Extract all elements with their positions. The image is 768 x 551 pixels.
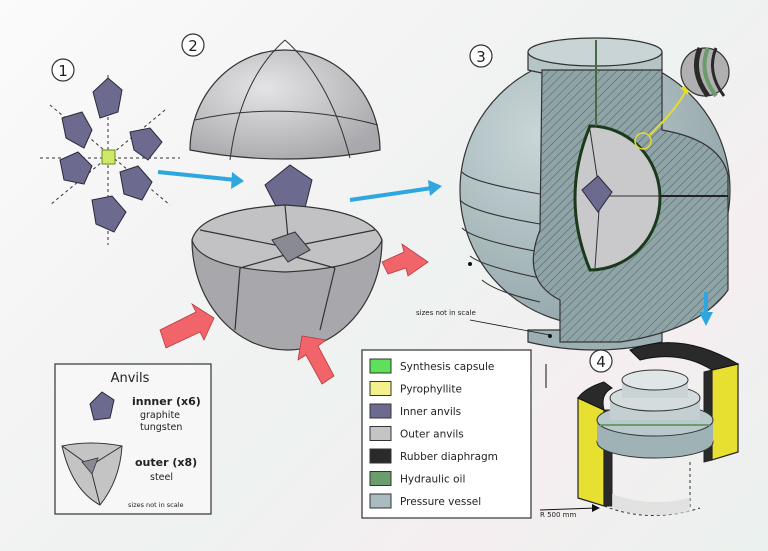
inner-material-1: graphite bbox=[140, 410, 180, 421]
arrow-step3-to-step4-head bbox=[699, 312, 713, 326]
inner-anvil-bottom bbox=[91, 195, 127, 233]
inner-anvil-right-upper bbox=[129, 127, 163, 161]
arrow-step2-to-step3 bbox=[349, 186, 433, 202]
step-2-number: 2 bbox=[188, 37, 198, 55]
note-center: sizes not in scale bbox=[416, 309, 476, 317]
inner-anvil-left-lower bbox=[59, 151, 93, 185]
pressure-arrows bbox=[159, 243, 429, 385]
legend-swatch bbox=[369, 471, 392, 486]
arrow-step1-to-step2 bbox=[157, 170, 237, 182]
legend-label: Inner anvils bbox=[400, 406, 461, 418]
red-arrow-left bbox=[159, 302, 215, 349]
inner-anvils-section bbox=[581, 175, 613, 213]
inner-anvil-right-lower bbox=[119, 165, 153, 201]
step-3: 3 bbox=[416, 37, 731, 388]
legend-label: Rubber diaphragm bbox=[400, 451, 498, 463]
step-2: 2 bbox=[159, 33, 429, 385]
legend-swatch bbox=[369, 448, 392, 464]
red-arrow-bottom bbox=[297, 335, 335, 385]
step-4-number: 4 bbox=[596, 353, 606, 371]
legend-label: Pressure vessel bbox=[400, 496, 481, 508]
synthesis-capsule bbox=[101, 149, 116, 165]
anvils-box: Anvils innner (x6) graphite tungsten out… bbox=[54, 363, 212, 515]
outer-material: steel bbox=[150, 472, 173, 483]
inner-anvil-left-upper bbox=[61, 111, 93, 149]
inner-material-2: tungsten bbox=[140, 422, 182, 433]
cylinder-top-rim bbox=[629, 342, 740, 371]
scale-label: R 500 mm bbox=[540, 511, 576, 519]
outer-label: outer (x8) bbox=[135, 456, 197, 469]
anvils-box-title: Anvils bbox=[111, 371, 150, 386]
inner-press-stack bbox=[596, 369, 714, 459]
step-2-circle bbox=[181, 33, 205, 57]
legend-swatch bbox=[369, 403, 392, 419]
anvils-box-note: sizes not in scale bbox=[128, 501, 184, 509]
step-3-circle bbox=[469, 44, 493, 68]
legend-swatch bbox=[369, 426, 392, 441]
step-1: 1 bbox=[40, 58, 180, 245]
step-1-circle bbox=[51, 58, 75, 82]
arrow-step1-to-step2-head bbox=[231, 172, 244, 189]
inner-anvils-exploded bbox=[59, 77, 163, 233]
inner-anvil-top bbox=[92, 77, 123, 119]
legend-label: Hydraulic oil bbox=[400, 474, 465, 486]
legend-swatch bbox=[369, 493, 392, 509]
upper-hemisphere bbox=[189, 49, 381, 160]
arrow-step2-to-step3-head bbox=[428, 180, 442, 196]
legend-label: Synthesis capsule bbox=[400, 361, 494, 373]
step-1-number: 1 bbox=[58, 62, 68, 80]
inner-sphere-section bbox=[573, 124, 662, 272]
legend-swatch bbox=[369, 381, 392, 396]
step-4: 4 R 500 mm bbox=[539, 342, 740, 519]
step-4-circle bbox=[589, 349, 613, 373]
inner-label: innner (x6) bbox=[132, 395, 201, 408]
legend-label: Pyrophyllite bbox=[400, 384, 462, 396]
legend-swatch bbox=[369, 358, 392, 374]
inner-anvil-icon bbox=[89, 391, 115, 421]
cylinder-wall-right bbox=[711, 363, 739, 461]
red-arrow-right bbox=[381, 243, 429, 277]
detail-marker bbox=[634, 132, 652, 150]
anvils-box-frame bbox=[54, 363, 212, 515]
legend-label: Outer anvils bbox=[400, 429, 464, 441]
step-3-number: 3 bbox=[476, 48, 486, 66]
